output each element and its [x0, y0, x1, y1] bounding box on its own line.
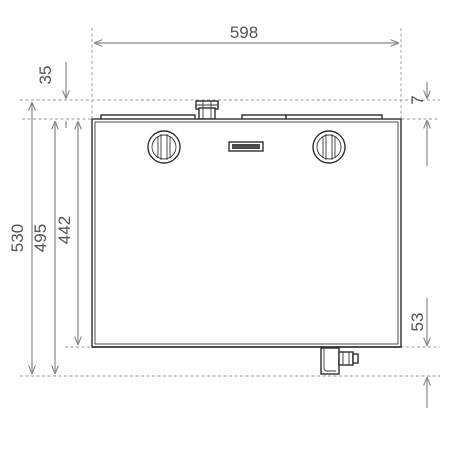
top-offset-label: 35	[36, 66, 55, 85]
body-height-label: 495	[31, 224, 50, 252]
round-vent-icon	[312, 130, 346, 164]
inner-height-dimension: 442	[55, 122, 78, 344]
bottom-drain-icon	[320, 347, 359, 375]
right-bottom-label: 53	[408, 313, 427, 332]
rating-plate-icon	[228, 141, 264, 152]
body-height-dimension: 495	[31, 122, 55, 373]
round-vent-icon	[147, 130, 181, 164]
total-height-label: 530	[8, 224, 27, 252]
top-offset-dimension: 35	[36, 62, 66, 128]
top-fitting-icon	[195, 100, 219, 120]
inner-height-label: 442	[55, 216, 74, 244]
width-dimension: 598	[95, 23, 398, 43]
right-top-label: 7	[408, 95, 427, 104]
width-label: 598	[230, 23, 258, 42]
right-bottom-dimension: 53	[408, 298, 427, 408]
appliance-body	[91, 118, 402, 348]
total-height-dimension: 530	[8, 103, 32, 373]
right-top-dimension: 7	[408, 82, 427, 166]
